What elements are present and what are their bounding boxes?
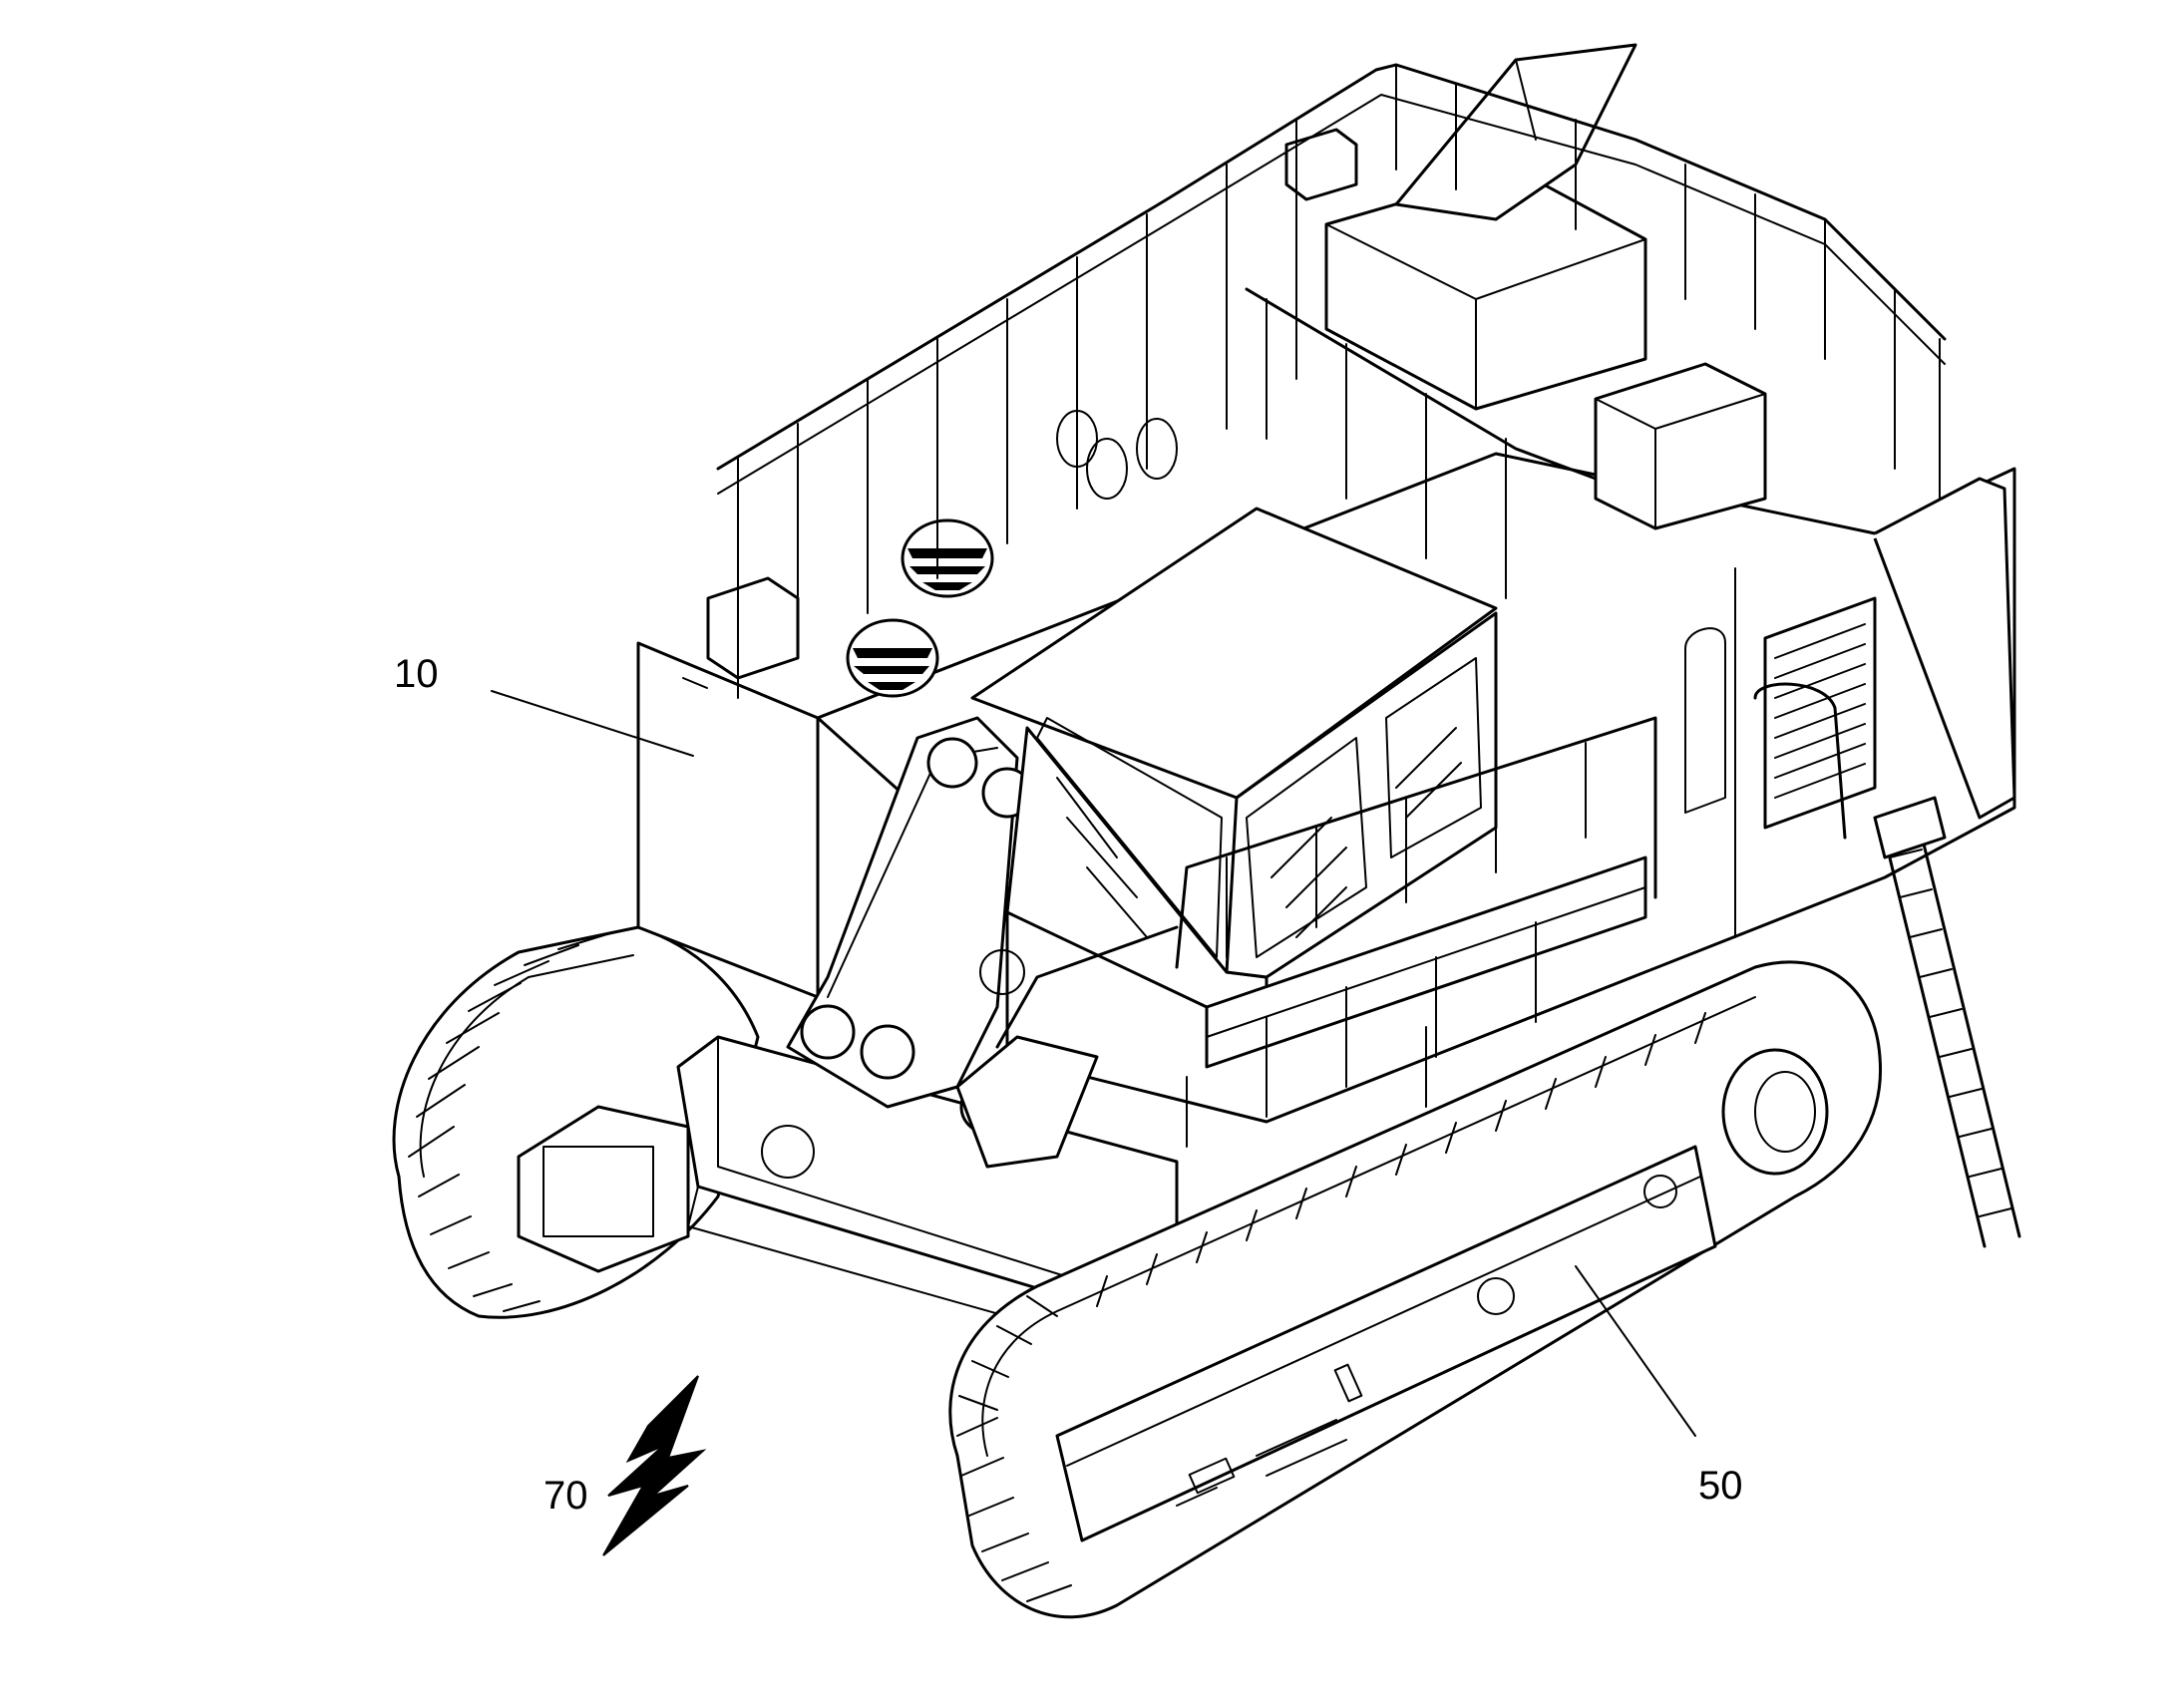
right-track-shoes — [956, 1012, 1706, 1602]
reference-label-10: 10 — [394, 652, 439, 696]
cooling-fans — [846, 518, 994, 698]
leader-line-10 — [491, 690, 694, 757]
reference-label-70: 70 — [544, 1474, 588, 1518]
lightning-bolt-icon — [602, 1375, 707, 1556]
reference-label-50: 50 — [1698, 1464, 1743, 1508]
operator-cab — [970, 507, 1498, 1009]
right-crawler-track — [948, 960, 1883, 1619]
radiator-grill — [1763, 596, 1877, 830]
handrails — [716, 63, 1947, 1049]
left-crawler-track — [392, 925, 760, 1319]
leader-line-50 — [1575, 1265, 1696, 1437]
left-track-shoes — [408, 932, 611, 1312]
front-walkway — [1205, 855, 1647, 1118]
access-ladder — [1873, 796, 2021, 1248]
